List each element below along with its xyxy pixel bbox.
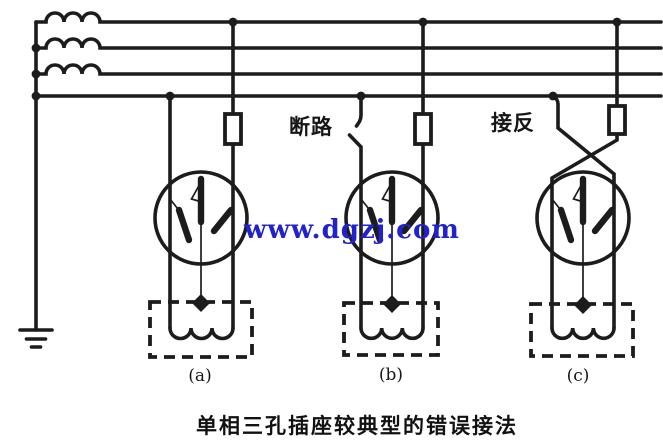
- right-pin-link: [230, 202, 234, 212]
- socket-unit-b: 断路: [289, 17, 440, 357]
- fuse-icon: [413, 112, 433, 146]
- phase-line-3-winding-icon: [34, 63, 663, 76]
- case-bond-diamond: [383, 295, 401, 313]
- appliance-case-box: [529, 302, 635, 358]
- break-gap-lower-wire: [347, 133, 363, 330]
- break-label: 断路: [289, 115, 333, 139]
- left-slot-pin: [175, 206, 193, 244]
- subfigure-label-c: (c): [567, 366, 590, 386]
- left-slot-pin: [366, 206, 384, 244]
- socket-unit-a: [148, 17, 254, 359]
- heating-element-icon: [168, 326, 235, 341]
- subfigure-label-b: (b): [379, 365, 403, 385]
- right-pin-link: [611, 202, 615, 212]
- appliance-case-box: [342, 301, 440, 357]
- left-pin-link: [169, 198, 181, 212]
- fuse-icon: [223, 112, 243, 146]
- three-phase-source: [18, 11, 663, 349]
- right-slot-pin: [400, 206, 425, 235]
- case-bond-diamond: [192, 294, 210, 312]
- junction-dot: [31, 91, 41, 101]
- socket-face-icon: [535, 170, 631, 266]
- phase-line-2-winding-icon: [34, 37, 663, 50]
- break-gap-upper-wire: [354, 94, 363, 128]
- right-slot-pin: [591, 206, 616, 235]
- right-slot-pin: [210, 206, 235, 235]
- watermark-text: www.dgzj.com: [243, 215, 460, 245]
- earth-ground-icon: [18, 328, 54, 349]
- phase-tap-wire: [550, 20, 619, 330]
- heating-element-icon: [550, 326, 616, 341]
- appliance-case-box: [148, 300, 254, 359]
- junction-dot: [31, 43, 41, 53]
- left-pin-link: [360, 198, 372, 212]
- left-slot-pin: [557, 206, 575, 244]
- earth-pin-flag: [572, 181, 584, 203]
- fuse-icon: [607, 104, 627, 136]
- case-bond-diamond: [574, 296, 592, 314]
- right-pin-link: [420, 202, 424, 212]
- figure-caption: 单相三孔插座较典型的错误接法: [196, 414, 518, 438]
- junction-dot: [31, 69, 41, 79]
- earth-pin-flag: [190, 181, 202, 203]
- subfigure-label-a: (a): [188, 366, 211, 386]
- reversed-label: 接反: [491, 111, 535, 135]
- socket-unit-c: 接反: [491, 17, 635, 358]
- earth-pin-flag: [381, 181, 393, 203]
- heating-element-icon: [359, 326, 425, 341]
- neutral-tap-wire: [551, 94, 616, 330]
- left-pin-link: [551, 198, 563, 212]
- crossed-wires: [550, 20, 619, 330]
- phase-line-1-winding-icon: [34, 11, 663, 24]
